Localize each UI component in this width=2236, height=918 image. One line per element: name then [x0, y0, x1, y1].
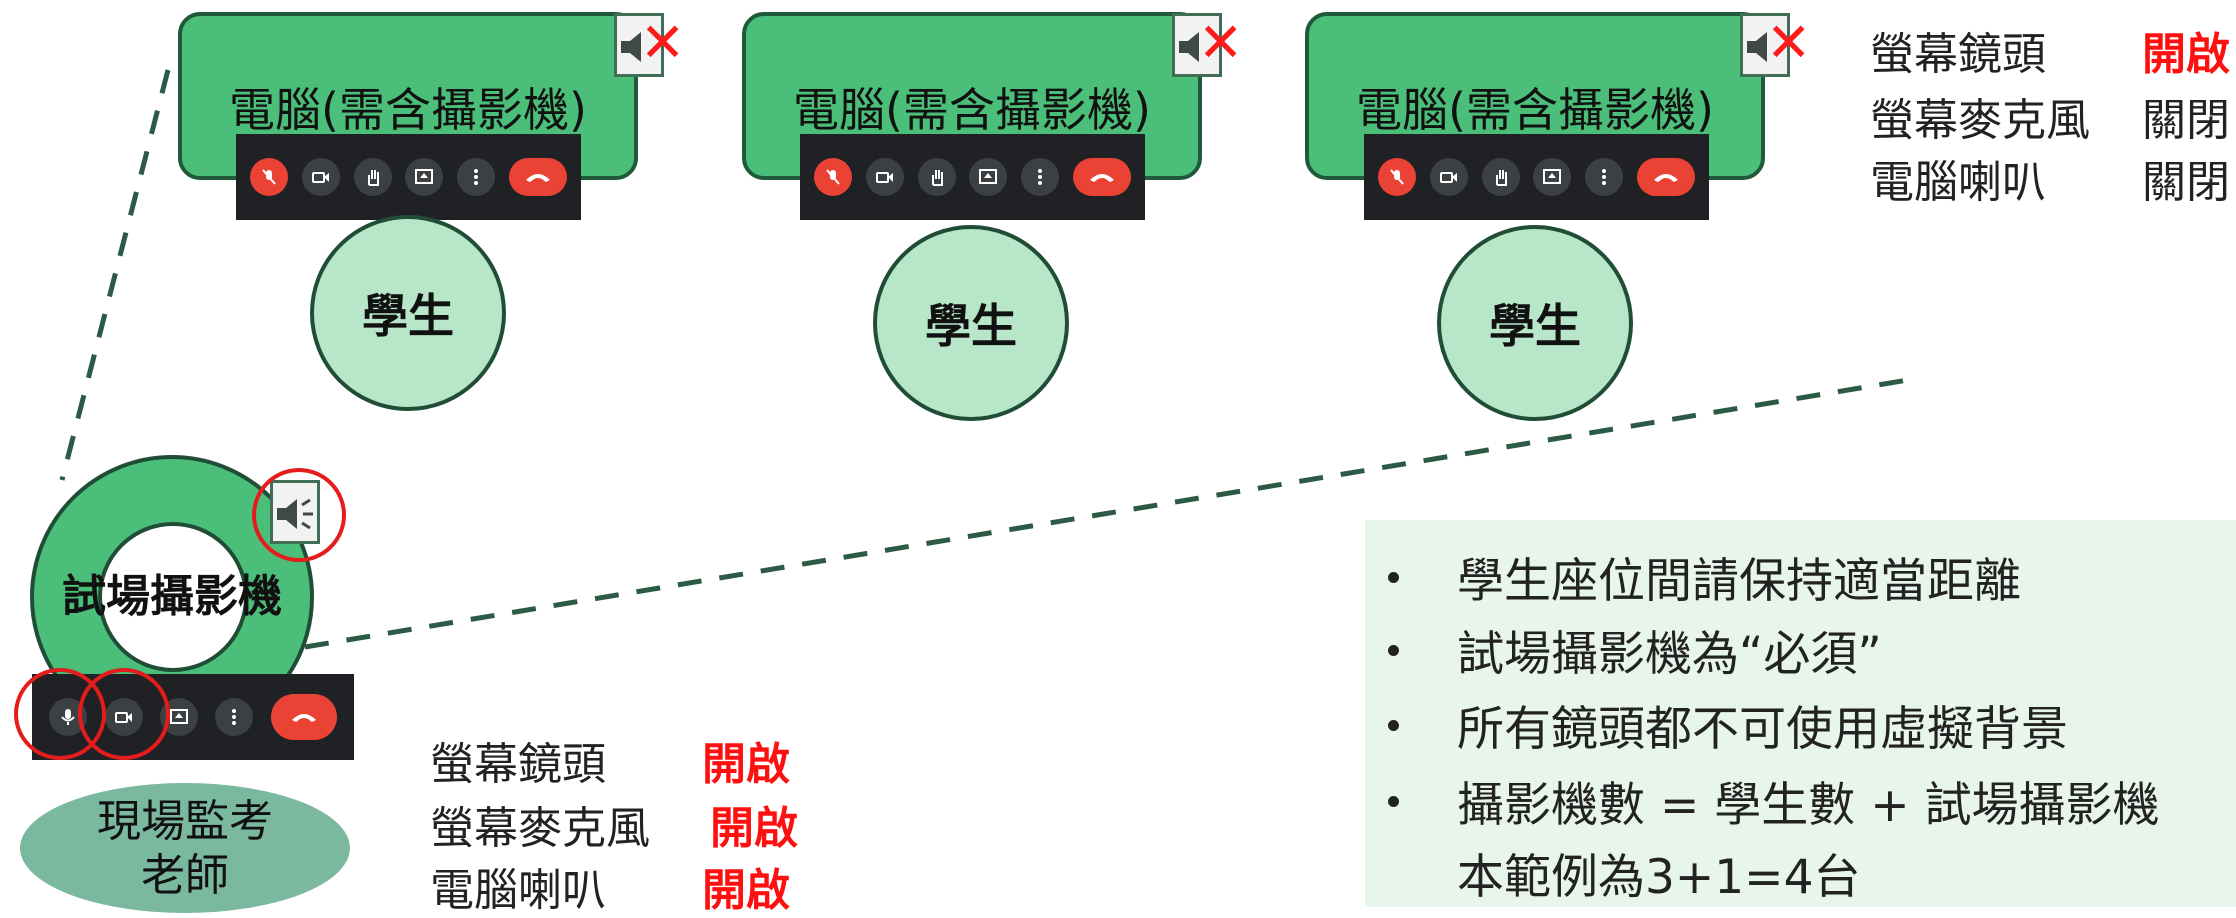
highlight-circle: [252, 468, 346, 562]
setting-label: 電腦喇叭: [430, 865, 606, 916]
note-item: 本範例為3+1=4台: [1457, 850, 1861, 905]
bullet: [1388, 720, 1399, 731]
hang-up-icon[interactable]: [509, 158, 568, 196]
student-circle-1: 學生: [310, 215, 506, 411]
proctor-label-line2: 老師: [141, 850, 229, 901]
note-item: 所有鏡頭都不可使用虛擬背景: [1457, 702, 2068, 757]
exam-camera-label: 試場攝影機: [62, 571, 282, 622]
more-vert-icon[interactable]: [457, 158, 496, 196]
note-item: 試場攝影機為“必須”: [1457, 627, 1882, 682]
student-circle-3: 學生: [1437, 225, 1633, 421]
meeting-toolbar-3: [1364, 134, 1709, 220]
student-setting-speaker-value: 關閉: [2142, 157, 2230, 208]
present-screen-icon[interactable]: [969, 158, 1008, 196]
proctor-label-line1: 現場監考: [97, 796, 273, 847]
proctor-setting-camera-value: 開啟: [702, 739, 790, 790]
note-item: 學生座位間請保持適當距離: [1457, 554, 2021, 609]
exam-camera-lens: [98, 522, 248, 672]
highlight-circle: [78, 668, 170, 760]
setting-label: 螢幕麥克風: [430, 803, 650, 854]
proctor-label: 現場監考 老師: [20, 795, 350, 903]
video-camera-icon[interactable]: [301, 158, 340, 196]
red-x-icon: ✕: [1198, 11, 1244, 74]
more-vert-icon[interactable]: [1021, 158, 1060, 196]
video-camera-icon[interactable]: [865, 158, 904, 196]
student-setting-mic: 螢幕麥克風: [1870, 84, 2090, 148]
computer-label: 電腦(需含攝影機): [229, 83, 587, 137]
computer-label: 電腦(需含攝影機): [1356, 83, 1714, 137]
microphone-icon[interactable]: [813, 158, 852, 196]
setting-label: 螢幕鏡頭: [430, 739, 606, 790]
microphone-icon[interactable]: [1377, 158, 1416, 196]
bullet: [1388, 572, 1399, 583]
hang-up-icon[interactable]: [270, 694, 337, 740]
more-vert-icon[interactable]: [215, 698, 254, 736]
proctor-setting-speaker: 電腦喇叭: [430, 854, 606, 918]
meeting-toolbar-2: [800, 134, 1145, 220]
present-screen-icon[interactable]: [1533, 158, 1572, 196]
red-x-icon: ✕: [640, 11, 686, 74]
proctor-setting-mic: 螢幕麥克風: [430, 792, 650, 856]
proctor-setting-speaker-value: 開啟: [702, 865, 790, 916]
setting-label: 螢幕麥克風: [1870, 95, 2090, 146]
proctor-ellipse: [20, 783, 350, 913]
notes-panel: 學生座位間請保持適當距離 試場攝影機為“必須” 所有鏡頭都不可使用虛擬背景 攝影…: [1365, 520, 2236, 907]
speaker-icon: [1172, 13, 1222, 77]
student-setting-speaker: 電腦喇叭: [1870, 146, 2046, 210]
red-x-icon: ✕: [1766, 11, 1812, 74]
speaker-icon: [614, 13, 664, 77]
student-setting-camera: 螢幕鏡頭: [1870, 18, 2046, 82]
present-screen-icon[interactable]: [405, 158, 444, 196]
proctor-setting-camera: 螢幕鏡頭: [430, 728, 606, 792]
bullet: [1388, 796, 1399, 807]
student-circle-2: 學生: [873, 225, 1069, 421]
setting-label: 電腦喇叭: [1870, 157, 2046, 208]
proctor-setting-mic-value: 開啟: [710, 803, 798, 854]
raise-hand-icon[interactable]: [917, 158, 956, 196]
meeting-toolbar-1: [236, 134, 581, 220]
student-setting-camera-value: 開啟: [2142, 29, 2230, 80]
student-setting-mic-value: 關閉: [2142, 95, 2230, 146]
bullet: [1388, 645, 1399, 656]
raise-hand-icon[interactable]: [1481, 158, 1520, 196]
raise-hand-icon[interactable]: [353, 158, 392, 196]
video-camera-icon[interactable]: [1429, 158, 1468, 196]
computer-label: 電腦(需含攝影機): [793, 83, 1151, 137]
microphone-icon[interactable]: [249, 158, 288, 196]
more-vert-icon[interactable]: [1585, 158, 1624, 196]
hang-up-icon[interactable]: [1073, 158, 1132, 196]
hang-up-icon[interactable]: [1637, 158, 1696, 196]
speaker-icon: [1740, 13, 1790, 77]
setting-label: 螢幕鏡頭: [1870, 29, 2046, 80]
note-item: 攝影機數 = 學生數 + 試場攝影機: [1457, 778, 2160, 833]
